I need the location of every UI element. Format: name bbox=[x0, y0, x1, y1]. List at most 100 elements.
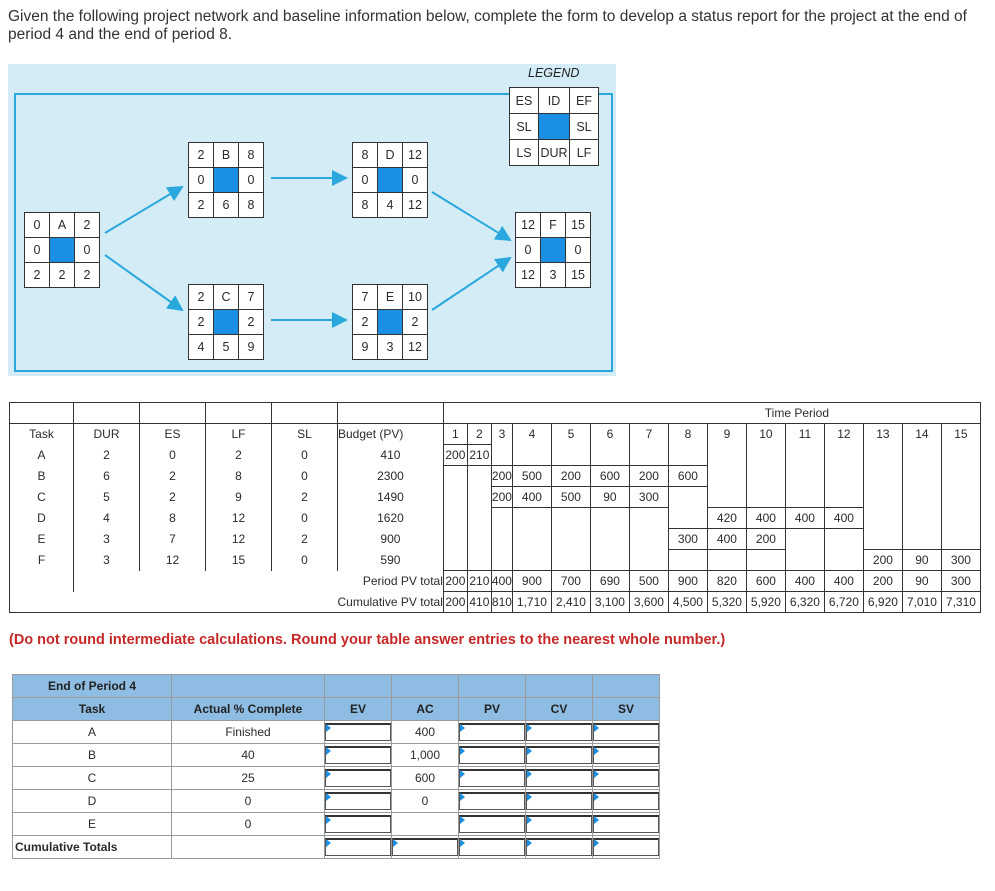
node-f-ls: 12 bbox=[515, 262, 541, 288]
ev-cell[interactable] bbox=[324, 743, 392, 767]
blank-cell bbox=[140, 571, 206, 592]
pv-cell bbox=[667, 444, 708, 466]
sv-cell[interactable] bbox=[592, 766, 660, 790]
cv-total-cell[interactable] bbox=[525, 835, 593, 859]
pv-cell bbox=[823, 528, 864, 550]
ev-input[interactable] bbox=[325, 723, 391, 741]
blank-cell bbox=[73, 591, 140, 613]
pv-total-cell[interactable] bbox=[458, 835, 526, 859]
period-pv-total-label: Period PV total bbox=[362, 574, 443, 588]
period-header-15: 15 bbox=[940, 423, 981, 445]
ev-total-input[interactable] bbox=[325, 838, 391, 856]
period-total-cell: 200 bbox=[442, 570, 468, 592]
pv-cell bbox=[667, 549, 708, 571]
ev-total-cell[interactable] bbox=[324, 835, 392, 859]
budget-cell: 1490 bbox=[337, 486, 444, 508]
ev-input[interactable] bbox=[325, 746, 391, 764]
cv-cell[interactable] bbox=[525, 812, 593, 836]
cv-total-input[interactable] bbox=[526, 838, 592, 856]
cv-cell[interactable] bbox=[525, 743, 593, 767]
cv-input[interactable] bbox=[526, 792, 592, 810]
node-f-dur: 3 bbox=[540, 262, 566, 288]
pv-cell bbox=[745, 465, 786, 487]
cv-input[interactable] bbox=[526, 723, 592, 741]
budget-cell: 1620 bbox=[337, 507, 444, 529]
form-title: End of Period 4 bbox=[12, 674, 172, 698]
header-spacer bbox=[9, 402, 74, 424]
col-cv: CV bbox=[525, 697, 593, 721]
pv-cell bbox=[823, 444, 864, 466]
cv-input[interactable] bbox=[526, 815, 592, 833]
sv-cell[interactable] bbox=[592, 720, 660, 744]
pv-input[interactable] bbox=[459, 723, 525, 741]
network-diagram-frame bbox=[14, 93, 613, 372]
node-f-sl: 0 bbox=[515, 237, 541, 263]
ev-input[interactable] bbox=[325, 769, 391, 787]
pv-cell[interactable] bbox=[458, 720, 526, 744]
node-e-blue bbox=[377, 309, 403, 335]
pv-cell: 200 bbox=[745, 528, 786, 550]
pv-cell: 200 bbox=[442, 444, 468, 466]
ac-total-cell[interactable] bbox=[391, 835, 459, 859]
sv-cell[interactable] bbox=[592, 743, 660, 767]
node-c-blue bbox=[213, 309, 239, 335]
pv-input[interactable] bbox=[459, 769, 525, 787]
cv-cell[interactable] bbox=[525, 766, 593, 790]
col-header-sl: SL bbox=[271, 423, 338, 445]
sv-input[interactable] bbox=[593, 723, 659, 741]
sl-cell: 0 bbox=[271, 549, 338, 571]
pv-cell bbox=[466, 549, 492, 571]
pv-cell bbox=[550, 444, 591, 466]
period-header-6: 6 bbox=[589, 423, 630, 445]
pv-input[interactable] bbox=[459, 746, 525, 764]
pv-cell bbox=[442, 549, 468, 571]
cv-cell[interactable] bbox=[525, 720, 593, 744]
ev-input[interactable] bbox=[325, 815, 391, 833]
pv-cell bbox=[628, 528, 669, 550]
ev-cell[interactable] bbox=[324, 720, 392, 744]
pv-cell bbox=[490, 528, 513, 550]
cumulative-total-cell: 810 bbox=[490, 591, 513, 613]
period-header-9: 9 bbox=[706, 423, 747, 445]
node-f-blue bbox=[540, 237, 566, 263]
sv-input[interactable] bbox=[593, 792, 659, 810]
sv-total-cell[interactable] bbox=[592, 835, 660, 859]
cv-cell[interactable] bbox=[525, 789, 593, 813]
sv-cell[interactable] bbox=[592, 812, 660, 836]
node-d-id: D bbox=[377, 142, 403, 168]
ev-cell[interactable] bbox=[324, 812, 392, 836]
sv-input[interactable] bbox=[593, 746, 659, 764]
cv-input[interactable] bbox=[526, 769, 592, 787]
pv-cell bbox=[442, 486, 468, 508]
sv-total-input[interactable] bbox=[593, 838, 659, 856]
sv-input[interactable] bbox=[593, 769, 659, 787]
pv-input[interactable] bbox=[459, 815, 525, 833]
legend-dur: DUR bbox=[538, 139, 570, 166]
ev-cell[interactable] bbox=[324, 789, 392, 813]
sv-cell[interactable] bbox=[592, 789, 660, 813]
node-f-sl: 0 bbox=[565, 237, 591, 263]
task-cell: E bbox=[12, 812, 172, 836]
col-header-dur: DUR bbox=[73, 423, 140, 445]
pv-cell bbox=[466, 507, 492, 529]
pv-total-input[interactable] bbox=[459, 838, 525, 856]
pv-cell[interactable] bbox=[458, 789, 526, 813]
sv-input[interactable] bbox=[593, 815, 659, 833]
node-b-lf: 8 bbox=[238, 192, 264, 218]
pv-cell bbox=[862, 465, 903, 487]
node-a-es: 0 bbox=[24, 212, 50, 238]
node-b-es: 2 bbox=[188, 142, 214, 168]
cumulative-total-cell: 6,320 bbox=[784, 591, 825, 613]
period-total-cell: 700 bbox=[550, 570, 591, 592]
pv-input[interactable] bbox=[459, 792, 525, 810]
ev-cell[interactable] bbox=[324, 766, 392, 790]
pv-cell[interactable] bbox=[458, 743, 526, 767]
pv-cell[interactable] bbox=[458, 766, 526, 790]
ac-total-input[interactable] bbox=[392, 838, 458, 856]
cv-input[interactable] bbox=[526, 746, 592, 764]
pv-cell[interactable] bbox=[458, 812, 526, 836]
blank-cell bbox=[205, 591, 272, 613]
ev-input[interactable] bbox=[325, 792, 391, 810]
node-f-lf: 15 bbox=[565, 262, 591, 288]
